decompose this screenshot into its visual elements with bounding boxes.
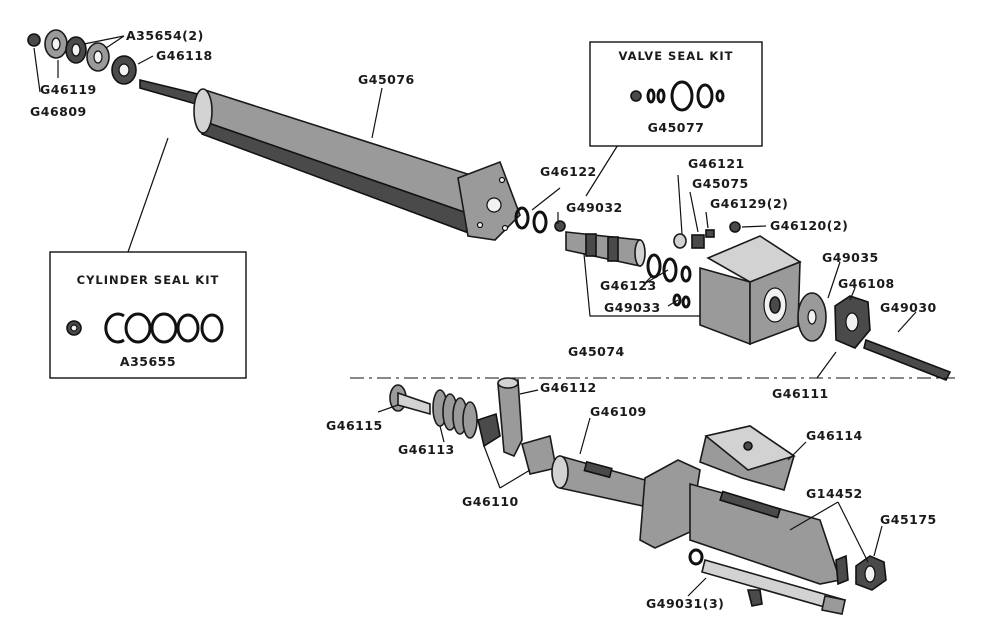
spool-seals	[646, 253, 692, 309]
part-labels: A35654(2) G46118 G46119 G46809 G45076 G4…	[30, 28, 937, 611]
valve-seal-kit-rings	[630, 80, 725, 112]
label-g49032: G49032	[566, 200, 623, 215]
end-parts-g45175	[688, 548, 887, 615]
lower-left-parts	[389, 377, 557, 475]
label-g45175: G45175	[880, 512, 937, 527]
leader-lines	[33, 35, 917, 597]
label-g49031: G49031(3)	[646, 596, 724, 611]
spool-g45074	[565, 231, 646, 267]
label-g46122: G46122	[540, 164, 597, 179]
cylinder-seal-kit-part-number: A35655	[120, 354, 176, 369]
cylinder-seal-kit-box: CYLINDER SEAL KIT A35655	[49, 251, 247, 379]
label-g49035: G49035	[822, 250, 879, 265]
label-g45076: G45076	[358, 72, 415, 87]
spring-g46113	[432, 389, 478, 439]
cylinder-seal-kit-rings	[66, 312, 224, 344]
label-g46110: G46110	[462, 494, 519, 509]
label-g45074: G45074	[568, 344, 625, 359]
label-g46121: G46121	[688, 156, 745, 171]
label-g46120: G46120(2)	[770, 218, 848, 233]
valve-seal-kit-box: VALVE SEAL KIT G45077	[589, 41, 763, 147]
label-a35654: A35654(2)	[126, 28, 204, 43]
label-g46114: G46114	[806, 428, 863, 443]
label-g46109: G46109	[590, 404, 647, 419]
label-g46809: G46809	[30, 104, 87, 119]
label-g46112: G46112	[540, 380, 597, 395]
label-g46113: G46113	[398, 442, 455, 457]
label-g46118: G46118	[156, 48, 213, 63]
label-g46129: G46129(2)	[710, 196, 788, 211]
valve-seal-kit-part-number: G45077	[648, 120, 705, 135]
valve-body-g45074	[699, 235, 802, 346]
cylinder-seal-kit-title: CYLINDER SEAL KIT	[77, 273, 220, 287]
nut-g46809	[27, 33, 41, 47]
label-g46111: G46111	[772, 386, 829, 401]
rod-end-parts	[27, 29, 137, 85]
cylinder-g45076	[139, 78, 521, 241]
label-g46123: G46123	[600, 278, 657, 293]
label-g46119: G46119	[40, 82, 97, 97]
label-g46108: G46108	[838, 276, 895, 291]
label-g46115: G46115	[326, 418, 383, 433]
valve-end-parts	[797, 292, 952, 382]
label-g45075: G45075	[692, 176, 749, 191]
valve-seal-kit-title: VALVE SEAL KIT	[619, 49, 734, 63]
clamp-g46114	[699, 425, 796, 491]
label-g14452: G14452	[806, 486, 863, 501]
valve-small-parts	[673, 221, 741, 249]
label-g49030: G49030	[880, 300, 937, 315]
label-g49033: G49033	[604, 300, 661, 315]
housing-g14452	[639, 459, 849, 586]
